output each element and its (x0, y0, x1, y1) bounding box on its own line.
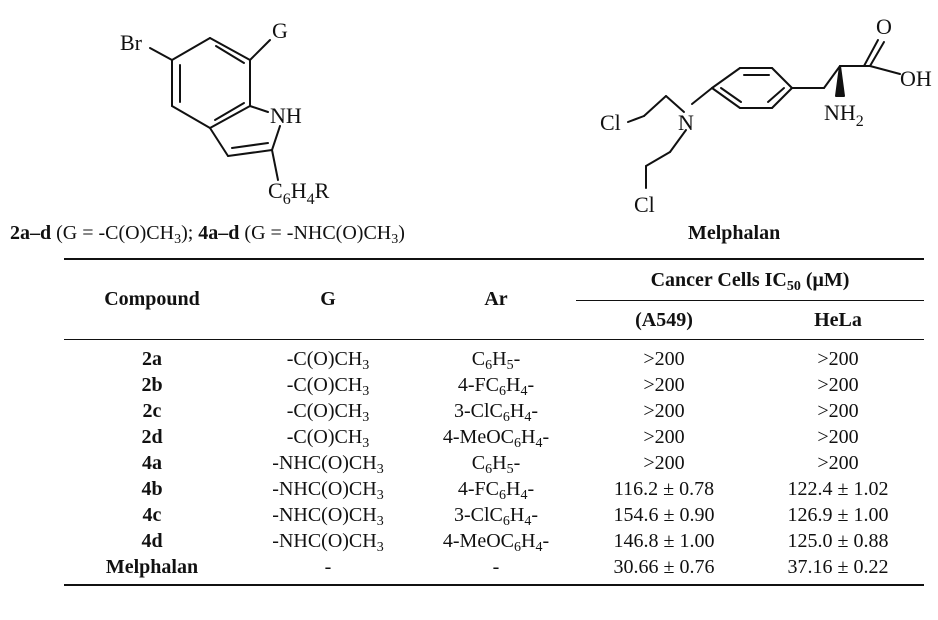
nh-label: NH (270, 103, 302, 128)
amine-label: NH2 (824, 100, 864, 130)
indole-structure: Br G NH C6H4R (120, 8, 380, 208)
table-row: 4c -NHC(O)CH3 3-ClC6H4- 154.6 ± 0.90 126.9 ±… (64, 502, 924, 529)
hela-cell: >200 (817, 373, 859, 396)
header-hela: HeLa (752, 300, 924, 340)
header-g: G (240, 258, 416, 340)
ar-cell: 4-FC6H4- (457, 477, 535, 503)
table-row: 4a -NHC(O)CH3 C6H5- >200 >200 (64, 450, 924, 477)
chloro-label-1: Cl (600, 110, 621, 135)
table-row: 2b -C(O)CH3 4-FC6H4- >200 >200 (64, 372, 924, 399)
chloro-label-2: Cl (634, 192, 655, 217)
g-cell: - (240, 554, 416, 586)
hela-cell: 126.9 ± 1.00 (787, 503, 889, 526)
g-cell: -C(O)CH3 (286, 425, 370, 451)
nitrogen-label: N (678, 110, 694, 135)
a549-cell: 146.8 ± 1.00 (613, 529, 715, 552)
table-row: 2d -C(O)CH3 4-MeOC6H4- >200 >200 (64, 424, 924, 451)
table-row: 4b -NHC(O)CH3 4-FC6H4- 116.2 ± 0.78 122.4 ± … (64, 476, 924, 503)
a549-cell: >200 (643, 425, 685, 448)
a549-cell: >200 (643, 451, 685, 474)
header-compound: Compound (64, 258, 240, 340)
a549-cell: >200 (643, 373, 685, 396)
table-row: 4d -NHC(O)CH3 4-MeOC6H4- 146.8 ± 1.00 125.0 … (64, 528, 924, 555)
compound-cell: 2b (141, 373, 163, 396)
g-cell: -NHC(O)CH3 (272, 503, 384, 529)
ar-cell: C6H5- (471, 451, 521, 477)
g-label: G (272, 18, 288, 43)
ar-cell: 3-ClC6H4- (453, 503, 539, 529)
ar-cell: 4-MeOC6H4- (442, 425, 550, 451)
structure-caption: 2a–d (G = -C(O)CH3); 4a–d (G = -NHC(O)CH… (10, 222, 405, 248)
hela-cell: >200 (817, 425, 859, 448)
compound-cell: 4c (142, 503, 162, 526)
cytotoxicity-table: Compound G Ar Cancer Cells IC50 (μM) (A5… (64, 258, 924, 586)
compound-cell: 4b (141, 477, 163, 500)
melphalan-caption: Melphalan (688, 222, 781, 244)
hydroxyl-label: OH (900, 66, 932, 91)
g-cell: -C(O)CH3 (286, 373, 370, 399)
ar-cell: 3-ClC6H4- (453, 399, 539, 425)
aryl-label: C6H4R (268, 178, 330, 208)
table-row: 2a -C(O)CH3 C6H5- >200 >200 (64, 340, 924, 373)
g-cell: -C(O)CH3 (286, 399, 370, 425)
header-a549: (A549) (576, 300, 752, 340)
compound-cell: 4a (142, 451, 162, 474)
ar-cell: 4-FC6H4- (457, 373, 535, 399)
a549-cell: >200 (643, 399, 685, 422)
compound-cell: Melphalan (64, 554, 240, 586)
a549-cell: 30.66 ± 0.76 (576, 554, 752, 586)
g-cell: -NHC(O)CH3 (272, 451, 384, 477)
melphalan-structure: Cl Cl N O OH NH2 (588, 4, 938, 217)
a549-cell: 154.6 ± 0.90 (613, 503, 715, 526)
hela-cell: >200 (817, 347, 859, 370)
g-cell: -NHC(O)CH3 (272, 529, 384, 555)
hela-cell: 37.16 ± 0.22 (752, 554, 924, 586)
hela-cell: >200 (817, 451, 859, 474)
compound-cell: 2c (142, 399, 162, 422)
ar-cell: C6H5- (471, 347, 521, 373)
a549-cell: >200 (643, 347, 685, 370)
hela-cell: 125.0 ± 0.88 (787, 529, 889, 552)
header-ic50: Cancer Cells IC50 (μM) (576, 258, 924, 301)
header-ar: Ar (416, 258, 576, 340)
g-cell: -C(O)CH3 (286, 347, 370, 373)
bromo-label: Br (120, 30, 143, 55)
hela-cell: 122.4 ± 1.02 (787, 477, 889, 500)
carbonyl-oxygen-label: O (876, 14, 892, 39)
compound-cell: 4d (141, 529, 163, 552)
compound-cell: 2a (142, 347, 162, 370)
a549-cell: 116.2 ± 0.78 (613, 477, 715, 500)
hela-cell: >200 (817, 399, 859, 422)
ar-cell: - (416, 554, 576, 586)
ar-cell: 4-MeOC6H4- (442, 529, 550, 555)
g-cell: -NHC(O)CH3 (272, 477, 384, 503)
table-row: 2c -C(O)CH3 3-ClC6H4- >200 >200 (64, 398, 924, 425)
compound-cell: 2d (141, 425, 163, 448)
